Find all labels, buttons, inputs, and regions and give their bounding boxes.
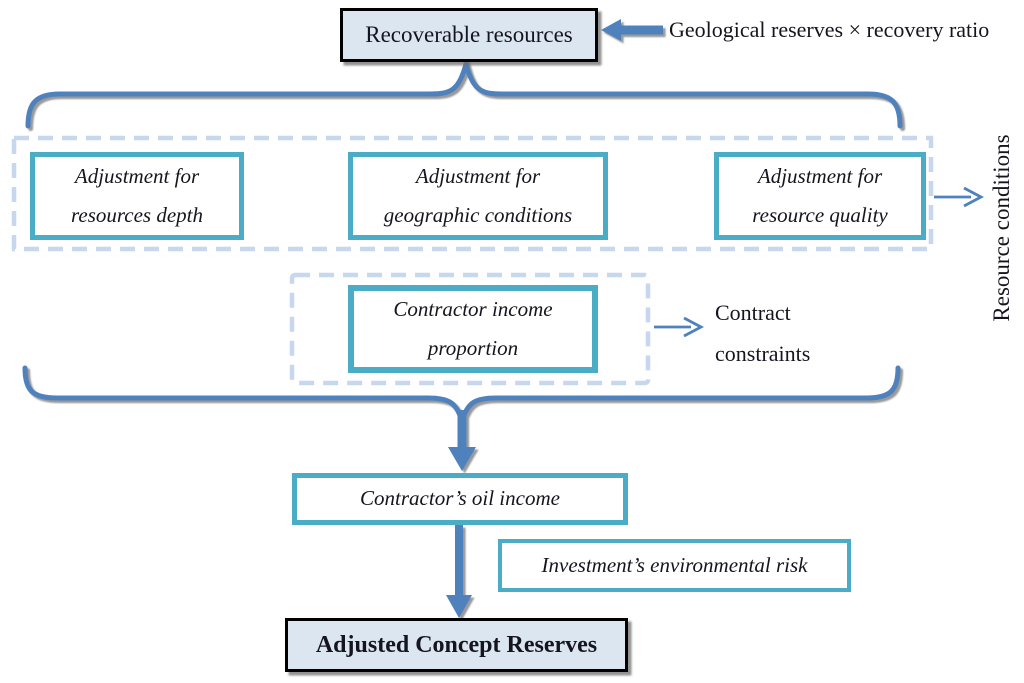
contractor-income-line2: proportion	[427, 336, 519, 360]
recoverable-resources-box: Recoverable resources	[340, 8, 598, 62]
adjustment-geographic-conditions-box: Adjustment for geographic conditions	[348, 152, 608, 240]
contractor-oil-income-box: Contractor’s oil income	[292, 473, 628, 525]
resource-conditions-arrow-icon	[934, 186, 984, 208]
contract-constraints-line1: Contract	[715, 300, 791, 325]
adjustment-resources-depth-box: Adjustment for resources depth	[30, 152, 244, 240]
adjusted-concept-reserves-label: Adjusted Concept Reserves	[315, 631, 598, 658]
contractor-oil-income-label: Contractor’s oil income	[360, 486, 560, 511]
flow-arrow-icon	[446, 525, 472, 618]
contract-constraints-arrow-icon	[654, 316, 704, 338]
adjustment-line1: Adjustment for	[415, 163, 541, 188]
contract-constraints-dashed-frame	[289, 272, 651, 386]
contract-constraints-line2: constraints	[715, 341, 811, 366]
resource-conditions-dashed-frame	[11, 135, 934, 252]
adjustment-line1: Adjustment for	[757, 163, 883, 188]
recoverable-resources-label: Recoverable resources	[365, 22, 573, 47]
formula-label: Geological reserves × recovery ratio	[669, 17, 990, 42]
top-brace-icon	[25, 54, 903, 129]
adjusted-concept-reserves-box: Adjusted Concept Reserves	[285, 618, 628, 672]
environmental-risk-box: Investment’s environmental risk	[498, 539, 851, 592]
contract-constraints-label: Contract constraints	[715, 292, 810, 374]
adjustment-line2: resource quality	[752, 203, 888, 227]
bottom-brace-icon	[22, 365, 901, 471]
environmental-risk-label: Investment’s environmental risk	[541, 552, 808, 577]
contractor-income-proportion-box: Contractor income proportion	[348, 285, 598, 373]
adjustment-line2: geographic conditions	[383, 203, 573, 227]
resource-conditions-label: Resource conditions	[989, 134, 1014, 322]
adjustment-line2: resources depth	[71, 203, 203, 227]
adjustment-resource-quality-box: Adjustment for resource quality	[714, 152, 926, 240]
contractor-income-line1: Contractor income	[393, 296, 553, 321]
adjustment-line1: Adjustment for	[74, 163, 200, 188]
input-arrow-icon	[601, 19, 663, 41]
